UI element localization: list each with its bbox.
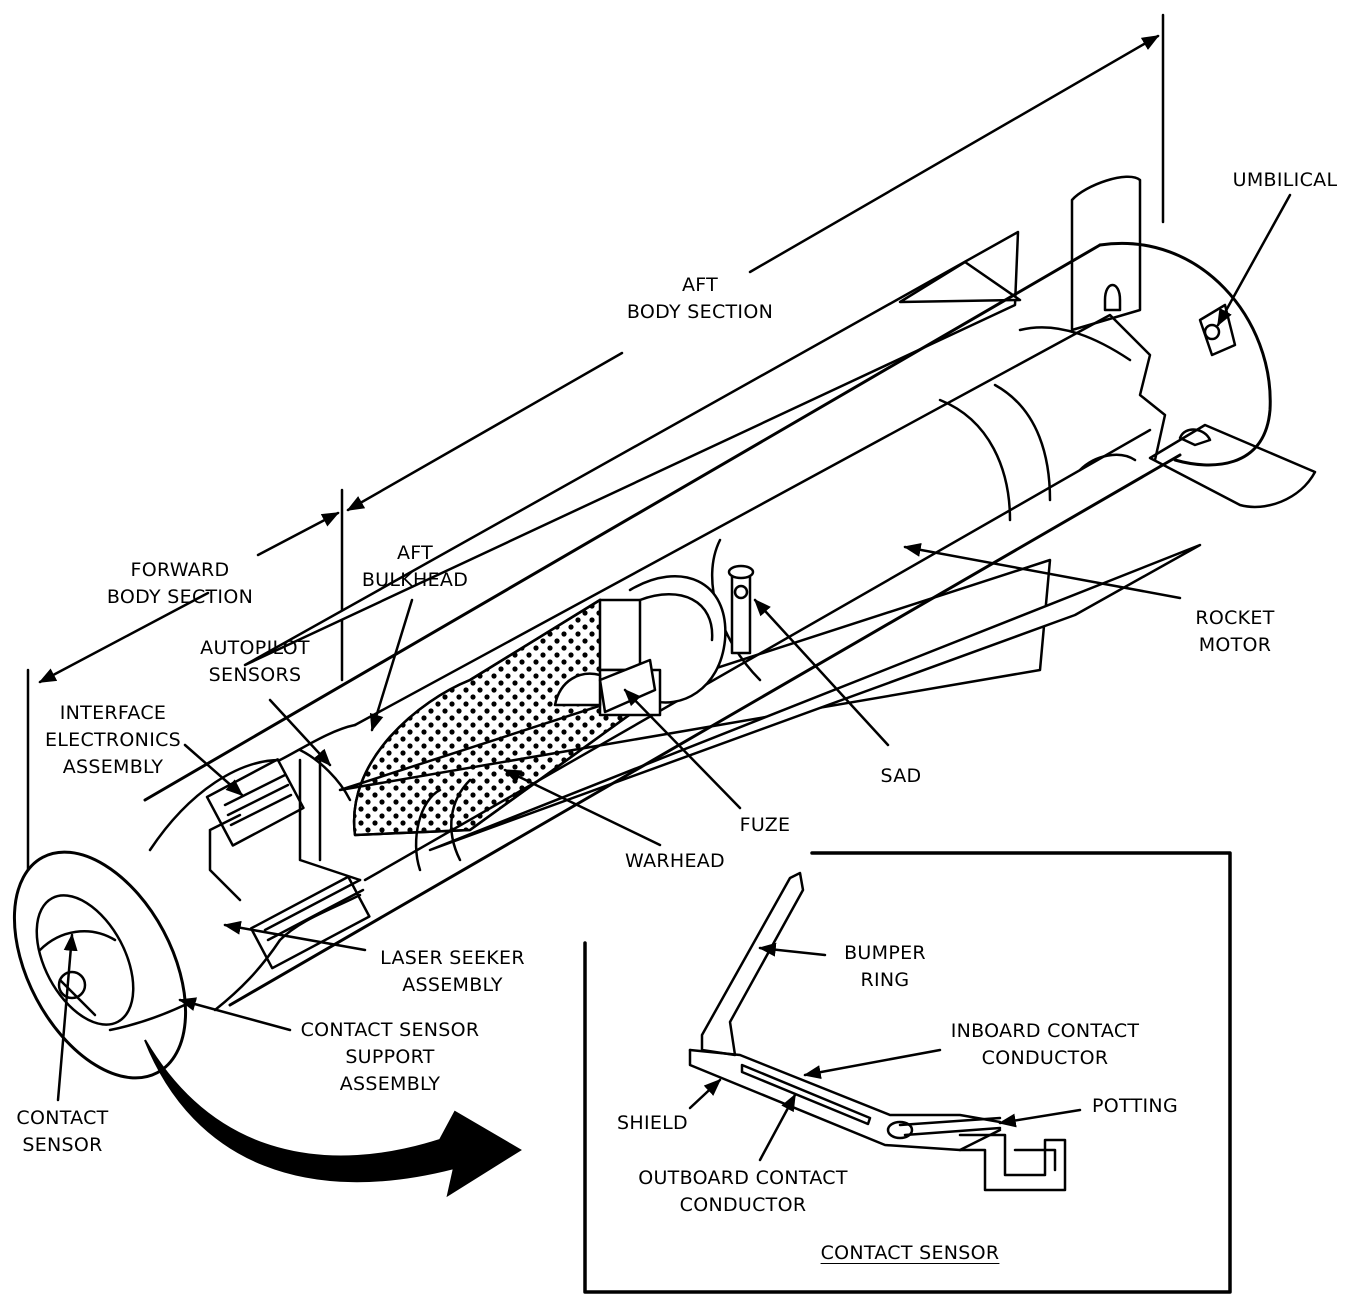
label-contact-sensor-support: CONTACT SENSOR SUPPORT ASSEMBLY	[300, 1019, 480, 1095]
umbilical-fitting	[1198, 303, 1237, 357]
missile-body	[12, 241, 1272, 1080]
leader-lines	[56, 193, 1292, 1102]
detail-callout-arrow	[144, 1039, 522, 1198]
inset-label-shield: SHIELD	[617, 1112, 688, 1134]
label-autopilot-sensors: AUTOPILOT SENSORS	[200, 637, 310, 686]
label-aft-bulkhead: AFT BULKHEAD	[361, 542, 469, 591]
label-umbilical: UMBILICAL	[1232, 169, 1338, 191]
label-forward-body-section: FORWARD BODY SECTION	[106, 559, 254, 608]
sad-device	[727, 564, 755, 655]
dimension-lines	[26, 13, 1165, 907]
fuze-assembly	[553, 575, 727, 717]
label-aft-body-section: AFT BODY SECTION	[626, 274, 774, 323]
nose-ellipse	[12, 850, 188, 1080]
label-sad: SAD	[880, 765, 922, 787]
inset-label-bumper-ring: BUMPER RING	[844, 942, 926, 991]
label-rocket-motor: ROCKET MOTOR	[1195, 607, 1275, 656]
label-interface-electronics: INTERFACE ELECTRONICS ASSEMBLY	[44, 702, 182, 778]
inset-label-outboard-conductor: OUTBOARD CONTACT CONDUCTOR	[638, 1167, 848, 1216]
inset-title: CONTACT SENSOR	[820, 1242, 1000, 1264]
label-laser-seeker: LASER SEEKER ASSEMBLY	[380, 947, 525, 996]
bumper-ring-shape	[700, 871, 805, 1057]
label-contact-sensor: CONTACT SENSOR	[16, 1107, 109, 1156]
inset-contact-sensor-box	[583, 851, 1232, 1294]
label-fuze: FUZE	[739, 814, 791, 836]
label-warhead: WARHEAD	[625, 850, 725, 872]
inset-label-inboard-conductor: INBOARD CONTACT CONDUCTOR	[950, 1020, 1140, 1069]
inset-label-potting: POTTING	[1092, 1095, 1178, 1117]
